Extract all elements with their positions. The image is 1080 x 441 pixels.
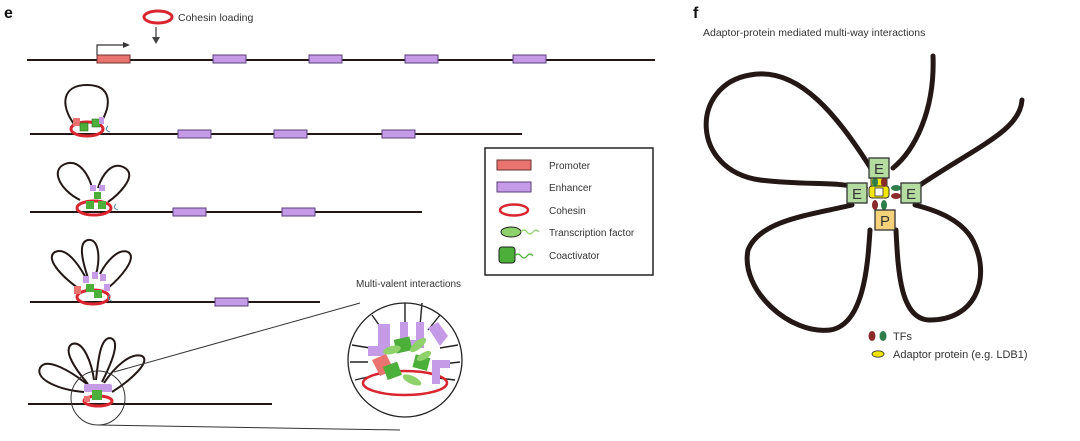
enhancer xyxy=(281,207,316,217)
legend-label: Coactivator xyxy=(549,251,600,262)
enhancer xyxy=(214,297,249,307)
tfs-label: TFs xyxy=(893,331,912,343)
zoom-title: Multi-valent interactions xyxy=(356,279,461,290)
panel-e-letter: e xyxy=(4,5,13,22)
enhancer xyxy=(273,129,308,139)
enhancer xyxy=(177,129,212,139)
enhancer xyxy=(172,207,207,217)
promoter-label: P xyxy=(880,213,890,230)
stage-2 xyxy=(30,83,522,139)
chromatin-loop xyxy=(893,202,984,323)
enhancer-label: E xyxy=(906,186,916,203)
enhancer xyxy=(308,54,343,64)
adaptor-icon xyxy=(871,350,885,358)
promoter-swatch xyxy=(496,159,532,171)
enhancer xyxy=(512,54,547,64)
panel-f-letter: f xyxy=(693,5,699,22)
enhancer xyxy=(381,129,416,139)
zoom-connector xyxy=(113,302,361,373)
legend-label: Enhancer xyxy=(549,183,592,194)
cohesin-loading-label: Cohesin loading xyxy=(178,12,253,24)
panel-f-title: Adaptor-protein mediated multi-way inter… xyxy=(703,27,925,39)
tf-swatch xyxy=(500,226,522,238)
hub-complex: E E E P xyxy=(846,157,922,231)
chromatin-loops xyxy=(703,53,1025,333)
enhancer-box xyxy=(846,182,868,204)
cohesin-ring xyxy=(69,120,105,138)
zoom-inset xyxy=(347,302,463,418)
enhancer-box xyxy=(900,182,922,204)
enhancer-swatch xyxy=(496,181,532,193)
enhancer-label: E xyxy=(874,161,884,178)
enhancer-label: E xyxy=(852,186,862,203)
stage-5 xyxy=(28,336,272,426)
stage-3 xyxy=(30,161,422,217)
stage-1: Cohesin loading xyxy=(27,9,655,64)
tf-green-icon xyxy=(879,331,887,341)
promoter-box xyxy=(874,209,896,231)
enhancer xyxy=(212,54,247,64)
chromatin-strand xyxy=(890,53,936,171)
tss-arrow-icon xyxy=(96,44,125,55)
cohesin-swatch xyxy=(498,203,530,217)
chromatin-loop xyxy=(64,83,109,125)
coactivator-swatch xyxy=(498,246,516,264)
cohesin-loading-icon xyxy=(142,9,174,25)
enhancer xyxy=(404,54,439,64)
chromatin-strand xyxy=(917,97,1025,188)
tf-red-icon xyxy=(868,331,876,341)
chromatin-loop xyxy=(703,71,875,190)
legend-panel-f: TFs Adaptor protein (e.g. LDB1) xyxy=(868,331,1028,361)
legend-label: Transcription factor xyxy=(549,228,635,239)
zoom-connector xyxy=(97,424,401,431)
legend-panel-e: Promoter Enhancer Cohesin Transcription … xyxy=(484,147,654,276)
promoter xyxy=(96,54,131,64)
legend-label: Promoter xyxy=(549,161,591,172)
enhancer-box xyxy=(868,157,890,179)
adaptor-label: Adaptor protein (e.g. LDB1) xyxy=(893,349,1028,361)
stage-4 xyxy=(30,238,320,307)
legend-label: Cohesin xyxy=(549,206,586,217)
chromatin-loop xyxy=(744,202,873,333)
